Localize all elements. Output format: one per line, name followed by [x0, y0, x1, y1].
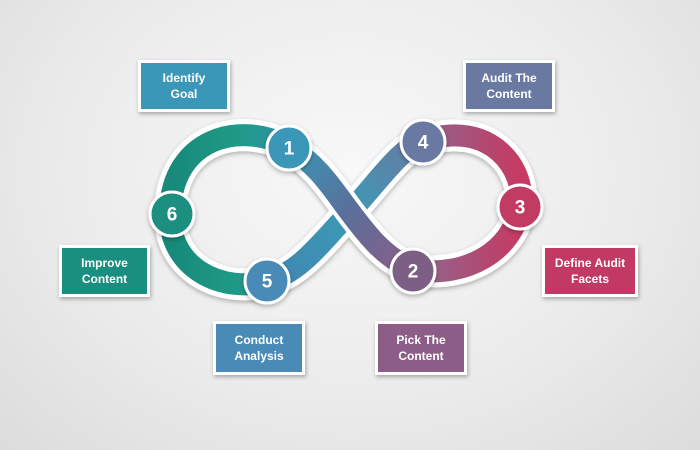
step-label-5: Conduct Analysis: [213, 321, 305, 375]
step-circle-5: 5: [243, 257, 291, 305]
step-label-5-line-1: Conduct: [234, 333, 284, 347]
ribbon: [159, 124, 533, 296]
step-number-3: 3: [515, 198, 526, 219]
step-circle-2: 2: [389, 247, 437, 295]
step-label-6-line-1: Improve: [81, 256, 128, 270]
ribbon-cross-down: [278, 136, 425, 281]
step-number-1: 1: [284, 139, 295, 160]
step-label-1: Identify Goal: [138, 60, 230, 112]
step-label-2-line-1: Pick The: [396, 333, 446, 347]
step-label-1-line-2: Goal: [170, 87, 198, 101]
step-circle-1: 1: [265, 124, 313, 172]
step-number-2: 2: [408, 262, 419, 283]
step-circle-4: 4: [399, 118, 447, 166]
step-label-1-line-1: Identify: [162, 71, 206, 85]
step-label-3-line-1: Define Audit: [554, 256, 626, 270]
step-label-3-line-2: Facets: [570, 272, 610, 286]
step-circle-6: 6: [148, 190, 196, 238]
step-number-6: 6: [167, 205, 178, 226]
step-label-4: Audit The Content: [463, 60, 555, 112]
step-circle-3: 3: [496, 183, 544, 231]
step-number-4: 4: [418, 133, 429, 154]
step-label-4-line-2: Content: [486, 87, 532, 101]
step-label-5-line-2: Analysis: [234, 349, 284, 363]
step-label-6-line-2: Content: [81, 272, 128, 286]
step-label-2-line-2: Content: [398, 349, 444, 363]
step-label-6: Improve Content: [59, 245, 150, 297]
step-label-2: Pick The Content: [375, 321, 467, 375]
step-label-3: Define Audit Facets: [542, 245, 638, 297]
step-label-4-line-1: Audit The: [481, 71, 537, 85]
step-number-5: 5: [262, 272, 273, 293]
